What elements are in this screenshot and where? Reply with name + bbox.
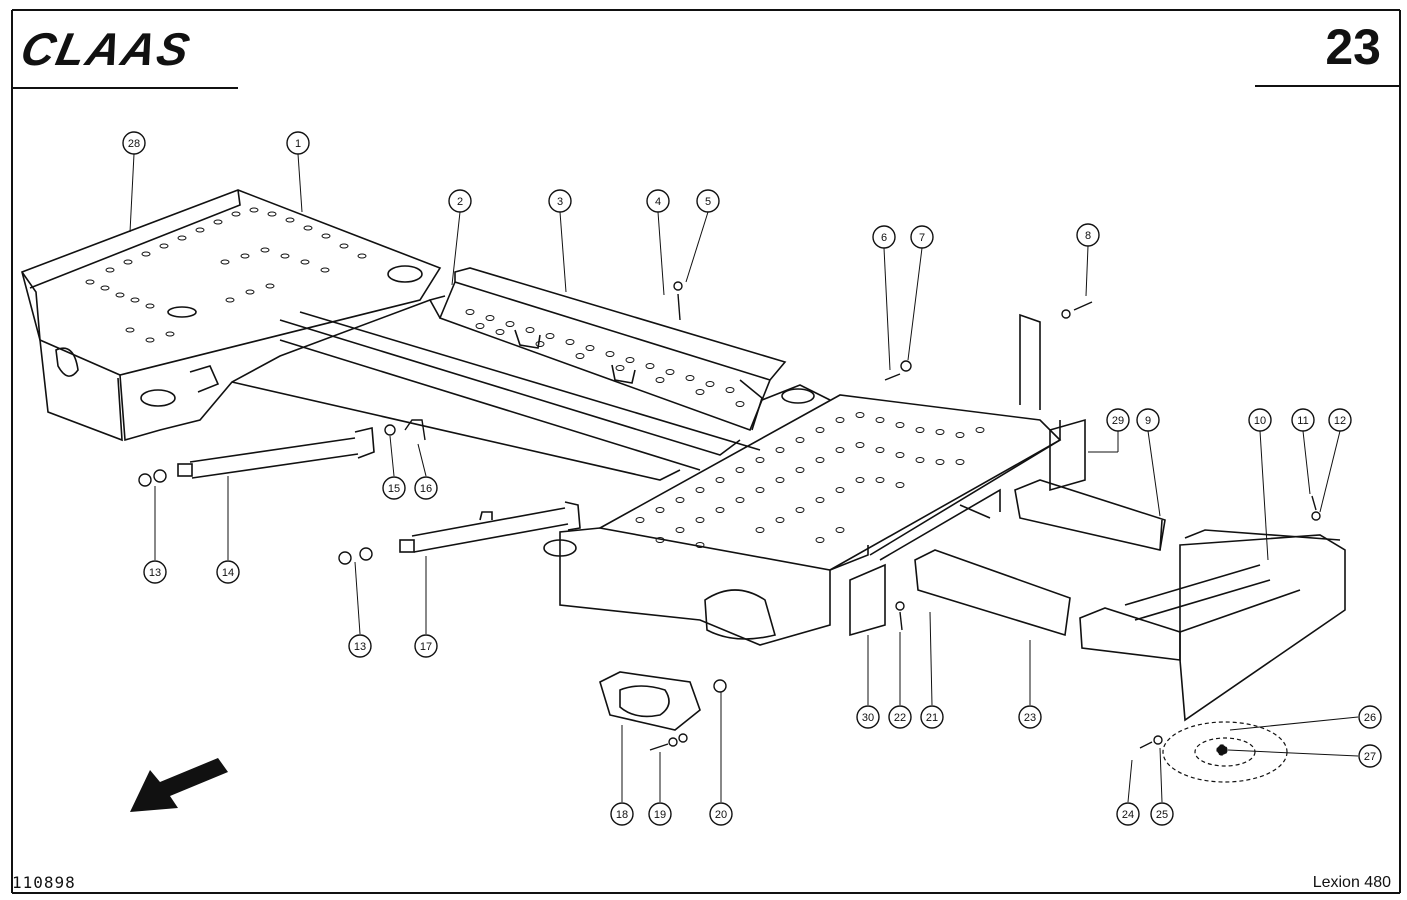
callout-2: 2 <box>457 196 463 208</box>
callout-7: 7 <box>919 232 925 244</box>
callout-15: 15 <box>388 483 400 495</box>
callout-22: 22 <box>894 712 906 724</box>
page-number: 23 <box>1325 19 1381 75</box>
leader-lines <box>129 153 1359 803</box>
callout-24: 24 <box>1122 809 1134 821</box>
callout-29: 29 <box>1112 415 1124 427</box>
callout-17: 17 <box>420 641 432 653</box>
callout-14: 14 <box>222 567 234 579</box>
callout-23: 23 <box>1024 712 1036 724</box>
cross-member-9 <box>1014 479 1166 551</box>
callout-16: 16 <box>420 483 432 495</box>
callout-13-second: 13 <box>354 641 366 653</box>
callout-30: 30 <box>862 712 874 724</box>
step-plate <box>428 267 787 432</box>
callout-5: 5 <box>705 196 711 208</box>
callout-10: 10 <box>1254 415 1266 427</box>
bracket-18 <box>599 671 701 731</box>
callout-19: 19 <box>654 809 666 821</box>
callout-6: 6 <box>881 232 887 244</box>
callout-20: 20 <box>715 809 727 821</box>
callout-3: 3 <box>557 196 563 208</box>
callout-1: 1 <box>295 138 301 150</box>
callout-4: 4 <box>655 196 661 208</box>
rubber-mount <box>1162 721 1288 783</box>
callout-28: 28 <box>128 138 140 150</box>
page-frame <box>11 9 1401 894</box>
left-platform <box>21 189 442 442</box>
tie-rod-14 <box>177 427 375 479</box>
callout-25: 25 <box>1156 809 1168 821</box>
plate-30 <box>849 563 886 637</box>
callout-labels: 28 1 2 3 4 5 6 7 8 29 9 10 11 12 13 14 1… <box>128 138 1376 821</box>
hardware <box>138 281 1321 751</box>
callout-circles <box>122 131 1382 826</box>
left-platform-holes <box>85 207 367 343</box>
callout-9: 9 <box>1145 415 1151 427</box>
callout-27: 27 <box>1364 751 1376 763</box>
model-name: Lexion 480 <box>1312 874 1391 891</box>
callout-21: 21 <box>926 712 938 724</box>
callout-18: 18 <box>616 809 628 821</box>
callout-11: 11 <box>1297 415 1308 427</box>
tie-rod-17 <box>399 501 581 553</box>
callout-13: 13 <box>149 567 161 579</box>
callout-26: 26 <box>1364 712 1376 724</box>
frame-beams <box>231 311 761 481</box>
cross-member-10 <box>1079 529 1346 722</box>
callout-12: 12 <box>1334 415 1346 427</box>
step-holes <box>465 309 745 407</box>
main-platform-holes <box>635 412 985 548</box>
arrow-down-left-icon <box>130 758 228 812</box>
cross-member-23 <box>914 549 1071 637</box>
callout-8: 8 <box>1085 230 1091 242</box>
drawing-number: 110898 <box>12 873 76 892</box>
plate-29 <box>1049 418 1086 492</box>
main-platform <box>543 313 1062 646</box>
